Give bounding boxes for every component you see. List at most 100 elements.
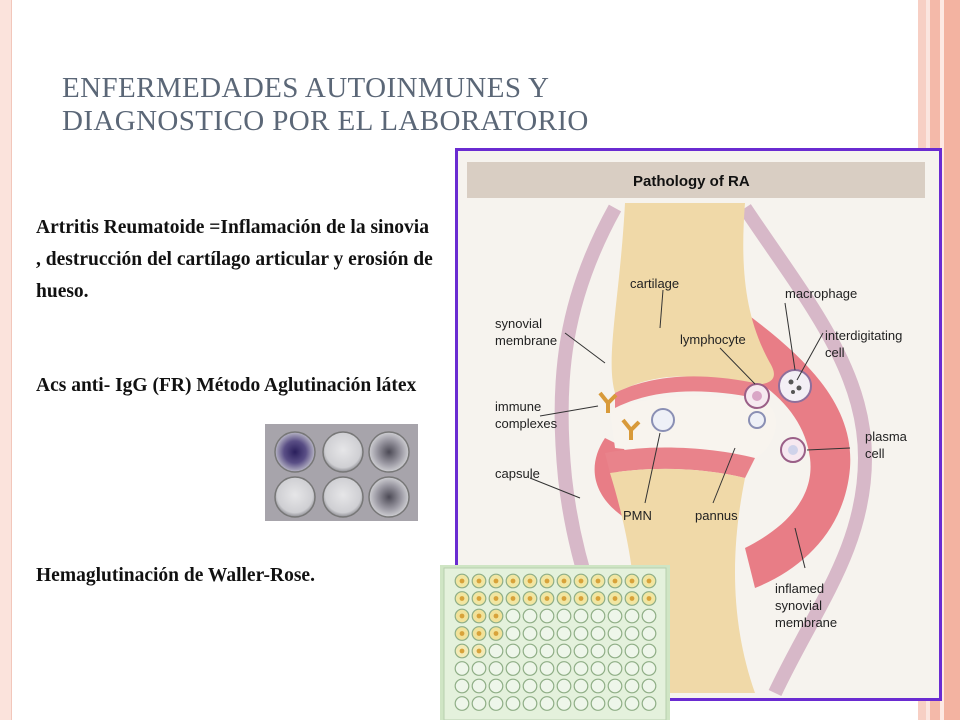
plate-well: [607, 643, 623, 659]
plate-well-button: [459, 648, 465, 654]
latex-agglutination-photo: [265, 424, 418, 521]
plate-well: [556, 661, 572, 676]
plate-well: [607, 626, 623, 641]
slide-title-line-1: ENFERMEDADES AUTOINMUNES Y: [62, 72, 550, 104]
plate-well-button: [476, 613, 482, 619]
label-cartilage: cartilage: [630, 276, 679, 291]
plate-well-button: [510, 578, 516, 584]
plate-well: [505, 643, 521, 659]
plate-well-button: [459, 631, 465, 636]
plate-well: [505, 696, 521, 711]
plate-well: [641, 626, 657, 641]
plate-well-button: [612, 596, 618, 601]
label-pmn: PMN: [623, 508, 652, 523]
label-lymphocyte: lymphocyte: [680, 332, 746, 347]
ra-pathology-figure: Pathology of RA cartilage synovial: [455, 148, 942, 701]
plate-well: [539, 696, 555, 711]
plate-well: [641, 608, 657, 624]
plate-well-button: [544, 578, 550, 584]
plate-well: [556, 696, 572, 711]
plate-well: [505, 608, 521, 624]
plate-well: [624, 678, 640, 694]
plate-well: [556, 678, 572, 694]
slide-title-line-2: DIAGNOSTICO POR EL LABORATORIO: [62, 105, 589, 137]
plate-well-button: [459, 613, 465, 619]
plate-well-button: [476, 596, 482, 601]
label-capsule: capsule: [495, 466, 540, 481]
waller-rose-text: Hemaglutinación de Waller-Rose.: [36, 565, 315, 586]
plate-well: [471, 678, 487, 694]
plate-well: [590, 643, 606, 659]
plate-well-button: [595, 596, 601, 601]
plate-well-button: [527, 578, 533, 584]
label-pannus: pannus: [695, 508, 738, 523]
label-interdigitating-1: interdigitating: [825, 328, 902, 343]
plate-well: [641, 643, 657, 659]
plate-well-button: [561, 596, 567, 601]
plate-well: [573, 678, 589, 694]
plate-well-button: [510, 596, 516, 601]
plate-well-button: [493, 596, 499, 601]
plate-well: [556, 643, 572, 659]
plate-well: [471, 661, 487, 676]
latex-method-text: Acs anti- IgG (FR) Método Aglutinación l…: [36, 375, 417, 396]
plate-well: [624, 626, 640, 641]
plate-well: [573, 643, 589, 659]
plate-well: [505, 626, 521, 641]
plate-well-button: [629, 596, 635, 601]
plate-well: [488, 696, 504, 711]
label-synovial-2: membrane: [495, 333, 557, 348]
plate-well: [488, 643, 504, 659]
plate-well-button: [476, 648, 482, 654]
plate-well-button: [561, 578, 567, 584]
plate-well: [488, 678, 504, 694]
plate-well: [522, 626, 538, 641]
plate-well: [505, 661, 521, 676]
plate-well: [454, 678, 470, 694]
plate-well: [573, 608, 589, 624]
plate-well-button: [459, 596, 465, 601]
label-inflamed-1: inflamed: [775, 581, 824, 596]
label-macrophage: macrophage: [785, 286, 857, 301]
plate-well: [624, 608, 640, 624]
plate-well: [539, 643, 555, 659]
plate-well-button: [476, 578, 482, 584]
plate-well: [539, 661, 555, 676]
plate-well-button: [578, 596, 584, 601]
plate-well: [556, 608, 572, 624]
plate-well: [454, 661, 470, 676]
figure-title-bar: [467, 162, 925, 198]
figure-title: Pathology of RA: [633, 173, 750, 190]
plate-well: [505, 678, 521, 694]
label-inflamed-2: synovial: [775, 598, 822, 613]
plate-well: [641, 678, 657, 694]
plate-well: [607, 608, 623, 624]
plate-well: [539, 678, 555, 694]
label-immune-2: complexes: [495, 416, 558, 431]
plate-well: [590, 626, 606, 641]
plate-well-button: [612, 578, 618, 584]
plate-well: [522, 696, 538, 711]
plate-well: [590, 678, 606, 694]
plate-well: [624, 643, 640, 659]
plate-well: [539, 608, 555, 624]
label-plasma-1: plasma: [865, 429, 908, 444]
plate-well: [522, 608, 538, 624]
plate-well-button: [459, 578, 465, 584]
plate-well: [573, 661, 589, 676]
label-interdigitating-2: cell: [825, 345, 845, 360]
plate-well: [488, 661, 504, 676]
plate-well: [641, 661, 657, 676]
plate-well: [556, 626, 572, 641]
plate-well: [471, 696, 487, 711]
plate-well-button: [595, 578, 601, 584]
label-plasma-2: cell: [865, 446, 885, 461]
plate-well-button: [544, 596, 550, 601]
plate-well-button: [646, 596, 652, 601]
plate-well-button: [493, 613, 499, 619]
plate-well: [590, 661, 606, 676]
plate-well: [607, 696, 623, 711]
plate-well: [590, 696, 606, 711]
label-synovial-1: synovial: [495, 316, 542, 331]
plate-well: [522, 661, 538, 676]
